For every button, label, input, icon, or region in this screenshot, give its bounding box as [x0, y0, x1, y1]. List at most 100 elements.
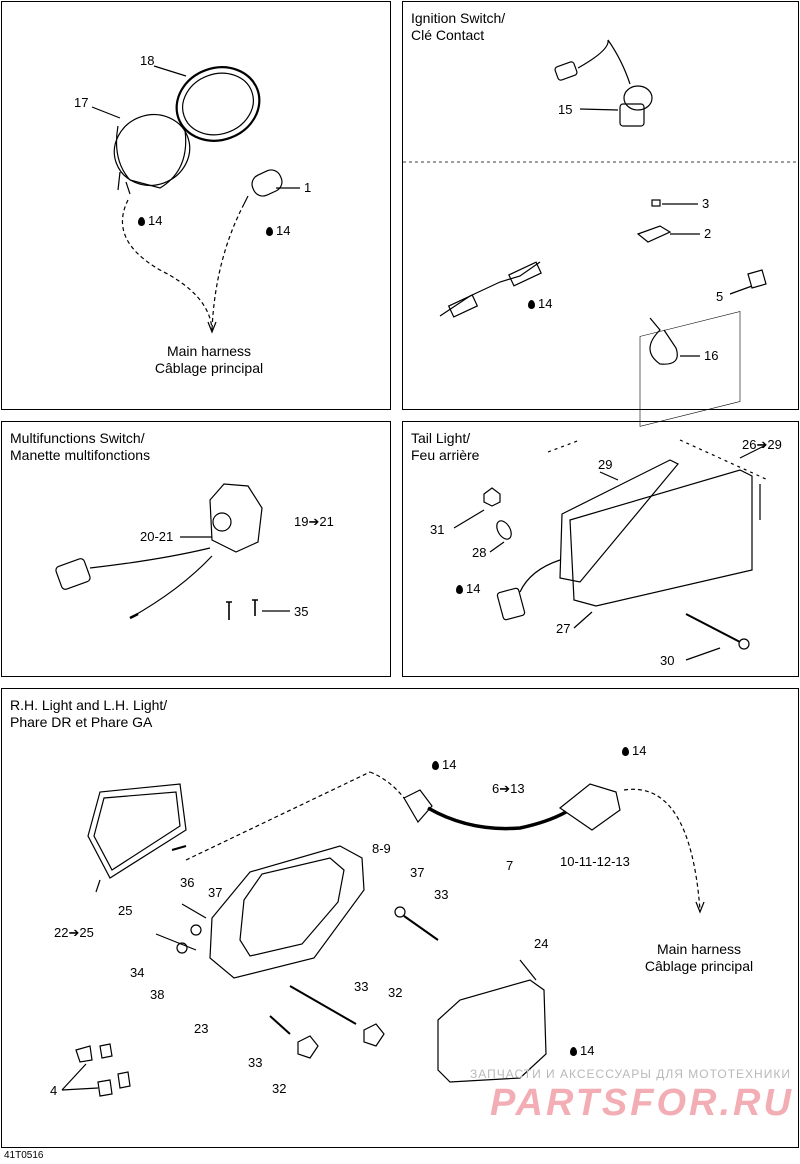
switch-connector	[55, 558, 91, 590]
screw-30-head	[738, 638, 750, 650]
clips-4-a	[75, 1043, 113, 1063]
label-6-13: 6➔13	[492, 781, 525, 796]
connector-pair	[439, 261, 541, 317]
harness-arrow-2	[695, 901, 705, 914]
washer-37-right	[394, 906, 406, 918]
label-14-g: 14	[570, 1044, 594, 1058]
headlight-25-outer	[87, 783, 187, 879]
bracket-23-window	[239, 857, 345, 957]
panel-multifunction-switch: Multifunctions Switch/Manette multifonct…	[1, 421, 391, 677]
bolt-34	[155, 933, 197, 951]
label-20-21: 20-21	[140, 529, 174, 544]
bolt-36	[181, 903, 207, 919]
screw-30	[685, 613, 741, 643]
label-14-b: 14	[266, 224, 290, 238]
wire-1	[211, 203, 245, 331]
label-37-right: 37	[410, 865, 425, 880]
drop-icon	[138, 217, 145, 226]
headlights-title: R.H. Light and L.H. Light/Phare DR et Ph…	[10, 697, 168, 730]
label-3: 3	[702, 196, 710, 211]
label-14-c: 14	[528, 297, 552, 311]
leader-17	[91, 106, 121, 119]
tail-light-parts	[453, 311, 769, 661]
drop-icon	[622, 747, 629, 756]
leader-26-29	[739, 445, 765, 459]
panel-headlights: R.H. Light and L.H. Light/Phare DR et Ph…	[1, 688, 799, 1148]
switch-wire-tip	[129, 612, 139, 620]
label-33-right: 33	[434, 887, 449, 902]
label-2: 2	[704, 226, 712, 241]
label-29: 29	[598, 457, 613, 472]
label-36: 36	[180, 875, 195, 890]
label-15: 15	[558, 102, 573, 117]
leader-27	[573, 611, 593, 629]
label-30: 30	[660, 653, 675, 668]
label-10-13: 10-11-12-13	[560, 854, 630, 869]
leader-4-b	[61, 1087, 99, 1091]
label-19-21: 19➔21	[294, 514, 334, 529]
headlight-harness-wire	[623, 788, 701, 911]
tail-guide-1	[547, 439, 581, 453]
washer-38	[176, 942, 188, 954]
wire-17	[121, 199, 213, 331]
label-17: 17	[74, 95, 89, 110]
headlight-parts	[61, 771, 705, 1097]
lamp-17-face	[113, 114, 191, 186]
label-25: 25	[118, 903, 133, 918]
connector-8-9	[403, 789, 433, 824]
leader-5	[729, 285, 753, 295]
headlight-guide-2	[369, 771, 405, 799]
label-16: 16	[704, 348, 719, 363]
label-8-9: 8-9	[372, 841, 391, 856]
drop-icon	[456, 585, 463, 594]
connector-b	[508, 261, 542, 287]
leader-30	[685, 647, 721, 661]
knob-32-right	[363, 1023, 385, 1047]
headlight-25-tab	[95, 879, 101, 893]
label-22-25: 22➔25	[54, 925, 94, 940]
indicator-1-wire	[243, 195, 249, 205]
pod-parts	[91, 65, 300, 334]
label-33-bottom: 33	[248, 1055, 263, 1070]
panel-headlight-pod	[1, 1, 391, 410]
multifunction-title: Multifunctions Switch/Manette multifonct…	[10, 430, 151, 463]
screw-3	[651, 199, 661, 207]
label-31: 31	[430, 522, 445, 537]
label-26-29: 26➔29	[742, 437, 782, 452]
connector-10-13	[558, 783, 621, 831]
label-28: 28	[472, 545, 487, 560]
label-7: 7	[506, 858, 514, 873]
leader-24	[519, 959, 537, 981]
drop-icon	[570, 1047, 577, 1056]
leader-29	[599, 471, 619, 481]
label-5: 5	[716, 289, 724, 304]
label-23: 23	[194, 1021, 209, 1036]
bulb-28	[496, 520, 512, 540]
label-34: 34	[130, 965, 145, 980]
watermark-logo: PARTSFOR.RU	[490, 1082, 794, 1124]
leader-4-a	[61, 1063, 87, 1091]
tail-housing	[569, 469, 753, 607]
bolt-33-right	[403, 915, 439, 941]
multifunction-parts	[55, 483, 290, 620]
panel-ignition-switch: Ignition Switch/Clé Contact	[402, 1, 799, 410]
bolt-33-lower-a	[269, 1015, 291, 1035]
wire-7	[427, 806, 567, 831]
tail-guide-2	[679, 439, 769, 481]
indicator-1	[251, 169, 283, 197]
leader-28	[489, 541, 505, 553]
label-14-d: 14	[456, 582, 480, 596]
lamp-17-body	[115, 125, 187, 189]
knob-32-left	[297, 1035, 319, 1059]
tail-wire	[519, 559, 561, 593]
clips-4-b	[97, 1071, 131, 1097]
drop-icon	[266, 227, 273, 236]
ring-18	[175, 66, 261, 142]
headlight-stud	[171, 845, 187, 851]
switch-bore	[212, 512, 232, 532]
switch-wire-1	[89, 547, 211, 569]
leader-18	[153, 65, 187, 77]
